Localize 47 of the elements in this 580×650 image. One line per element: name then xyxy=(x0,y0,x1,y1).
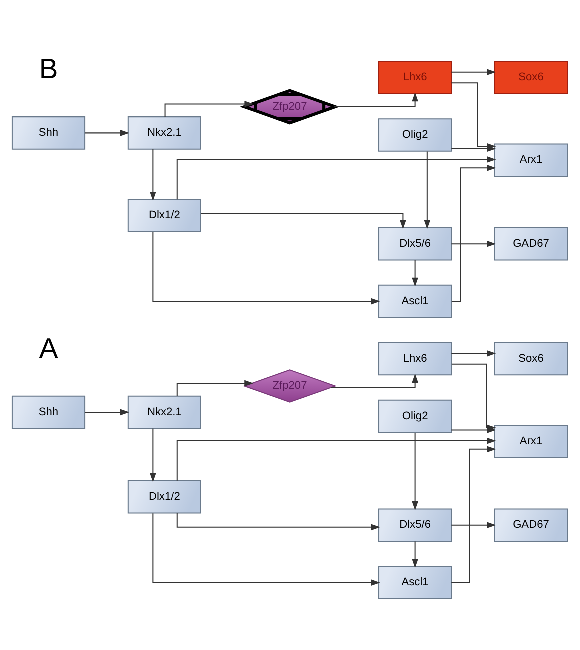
node-box: Dlx1/2 xyxy=(128,198,202,232)
node-box: Lhx6 xyxy=(378,60,452,94)
arrow xyxy=(334,92,418,106)
node-box: Dlx5/6 xyxy=(378,226,452,260)
arrow xyxy=(412,260,418,286)
arrow xyxy=(85,130,130,136)
arrow xyxy=(452,363,496,431)
arrow xyxy=(412,541,418,568)
node-box: GAD67 xyxy=(494,508,568,542)
arrow xyxy=(412,432,418,510)
arrow xyxy=(424,151,431,229)
node-box: Shh xyxy=(12,116,86,150)
arrow xyxy=(331,373,418,388)
node-box: Dlx5/6 xyxy=(378,508,452,542)
node-box: Nkx2.1 xyxy=(128,116,202,150)
arrow xyxy=(452,82,496,150)
node-box: Arx1 xyxy=(494,143,568,177)
arrow xyxy=(85,408,130,416)
arrow xyxy=(152,513,380,586)
arrow xyxy=(176,437,496,480)
node-box: Olig2 xyxy=(378,118,452,152)
arrow xyxy=(452,350,496,356)
arrow xyxy=(150,149,156,201)
node-box: GAD67 xyxy=(494,226,568,260)
arrow xyxy=(452,164,496,302)
label: A xyxy=(39,331,58,364)
arrow xyxy=(150,428,156,482)
node-box: Lhx6 xyxy=(378,342,452,376)
arrow xyxy=(452,446,496,583)
node-box: Sox6 xyxy=(494,342,568,376)
node-box: Ascl1 xyxy=(378,566,452,599)
arrow xyxy=(201,212,406,229)
node-box: Sox6 xyxy=(494,60,568,94)
arrow xyxy=(452,68,496,76)
node-box: Nkx2.1 xyxy=(128,395,202,429)
node-box: Shh xyxy=(12,395,86,429)
node-box: Olig2 xyxy=(378,399,452,433)
node-box: Ascl1 xyxy=(378,284,452,318)
arrow xyxy=(152,232,380,304)
arrow xyxy=(452,522,496,528)
label: B xyxy=(39,52,58,84)
node-box: Arx1 xyxy=(494,424,568,458)
node-diamond: Zfp207 xyxy=(240,88,340,124)
node-box: Dlx1/2 xyxy=(128,480,202,514)
arrow xyxy=(452,240,496,247)
arrow xyxy=(176,156,496,200)
arrow xyxy=(176,380,254,396)
